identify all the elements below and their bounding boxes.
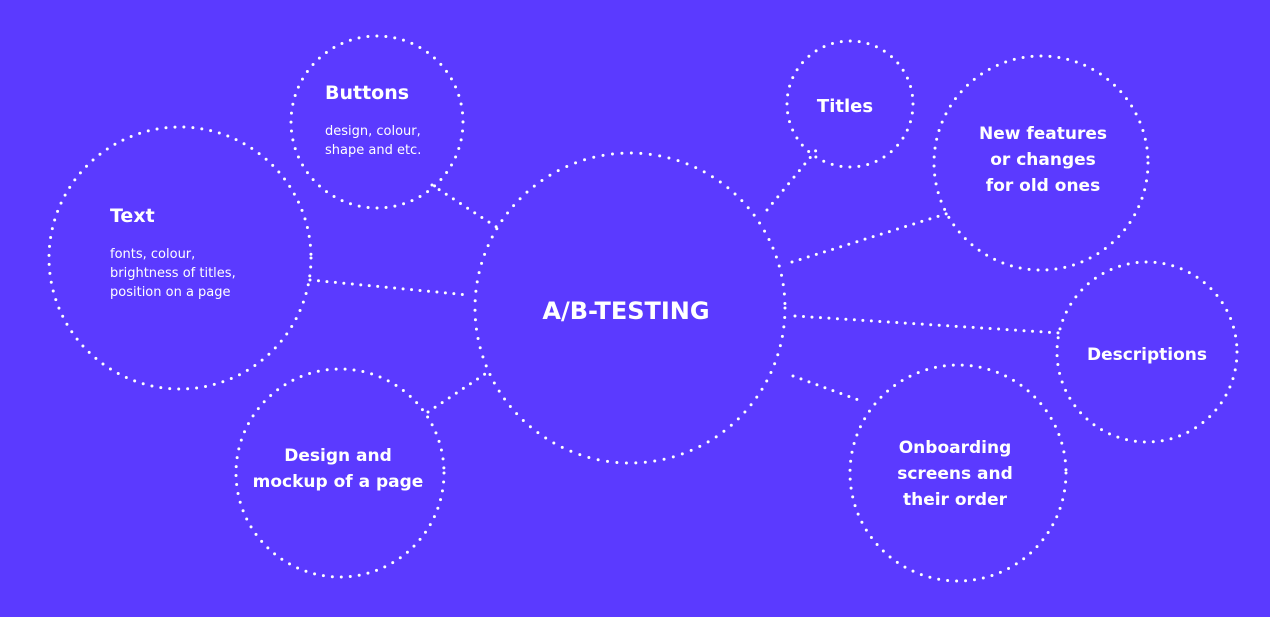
buttons-circle xyxy=(289,34,465,210)
design-circle xyxy=(234,367,446,579)
node-title-onboarding-line-1: Onboarding xyxy=(899,438,1012,458)
node-titles: Titles xyxy=(817,96,873,117)
node-title-text: Text xyxy=(110,205,155,227)
text-circle xyxy=(47,125,313,391)
new-features-circle xyxy=(932,54,1150,272)
connector-buttons xyxy=(430,183,500,230)
node-descriptions: Descriptions xyxy=(1087,345,1207,365)
node-title-design-line-2: mockup of a page xyxy=(253,472,424,492)
node-title-titles: Titles xyxy=(817,96,873,117)
circles xyxy=(47,34,1239,583)
titles-circle xyxy=(785,39,915,169)
node-title-onboarding-line-3: their order xyxy=(903,490,1008,510)
node-title-new-features-line-3: for old ones xyxy=(986,176,1100,196)
connector-design xyxy=(426,370,490,414)
node-design: Design and mockup of a page xyxy=(253,446,424,492)
node-title-buttons: Buttons xyxy=(325,82,409,104)
node-desc-buttons-line-2: shape and etc. xyxy=(325,143,421,158)
node-desc-text-line-3: position on a page xyxy=(110,285,231,300)
connector-new-features xyxy=(790,210,954,264)
node-buttons: Buttons design, colour, shape and etc. xyxy=(325,82,421,158)
node-new-features: New features or changes for old ones xyxy=(979,124,1107,196)
center-title: A/B-TESTING xyxy=(542,297,709,325)
descriptions-circle xyxy=(1055,260,1239,444)
node-title-new-features-line-2: or changes xyxy=(990,150,1096,170)
connector-text xyxy=(308,278,470,297)
connector-titles xyxy=(765,146,820,212)
connectors xyxy=(308,146,1062,414)
node-title-new-features-line-1: New features xyxy=(979,124,1107,144)
node-text: Text fonts, colour, brightness of titles… xyxy=(110,205,236,300)
center-node: A/B-TESTING xyxy=(542,297,709,325)
node-desc-text-line-2: brightness of titles, xyxy=(110,266,236,281)
center-circle xyxy=(473,151,787,465)
connector-descriptions xyxy=(793,314,1062,335)
node-desc-text-line-1: fonts, colour, xyxy=(110,247,195,262)
node-title-onboarding-line-2: screens and xyxy=(897,464,1013,484)
connector-onboarding xyxy=(791,374,866,404)
node-onboarding: Onboarding screens and their order xyxy=(897,438,1013,510)
node-desc-buttons-line-1: design, colour, xyxy=(325,124,421,139)
onboarding-circle xyxy=(848,363,1068,583)
node-title-descriptions: Descriptions xyxy=(1087,345,1207,365)
node-title-design-line-1: Design and xyxy=(284,446,392,466)
